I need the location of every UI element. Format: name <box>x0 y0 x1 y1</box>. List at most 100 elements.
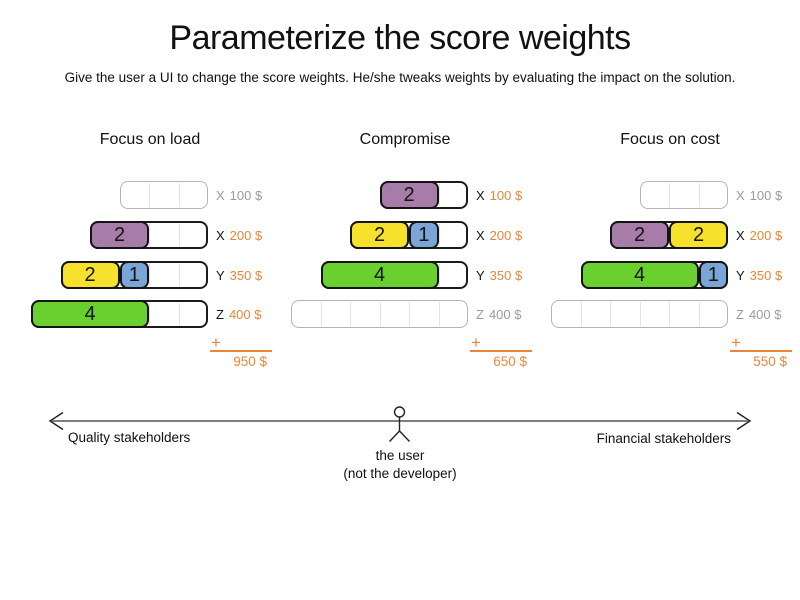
weight-row-box: 4 <box>31 300 208 328</box>
weight-row-box: 4 <box>320 261 468 289</box>
weight-row-box <box>639 181 728 209</box>
weight-block-green: 4 <box>580 261 699 289</box>
axis-label-financial: Financial stakeholders <box>596 431 731 446</box>
row-label-amount: 400 $ <box>228 306 262 322</box>
weight-block-purple: 2 <box>90 221 149 249</box>
row-label-amount: 100 $ <box>489 187 523 203</box>
column-title: Focus on cost <box>620 131 720 148</box>
row-label-amount: 200 $ <box>749 227 783 243</box>
sum-plus-icon: + <box>211 333 221 352</box>
sum-plus-icon: + <box>471 333 481 352</box>
row-label-letter: Z <box>216 306 224 322</box>
row-label-amount: 350 $ <box>749 267 783 283</box>
row-label-letter: X <box>736 187 745 203</box>
unit-separator <box>178 303 180 325</box>
user-caption-line1: the user <box>375 448 425 463</box>
sum-line <box>210 350 272 352</box>
page-title: Parameterize the score weights <box>169 19 631 57</box>
unit-separator <box>149 183 150 207</box>
row-label-amount: 350 $ <box>489 267 523 283</box>
row-label-letter: X <box>736 227 745 243</box>
unit-separator <box>379 302 381 326</box>
page-subtitle: Give the user a UI to change the score w… <box>64 70 736 85</box>
unit-separator <box>320 302 322 326</box>
right-arrowhead-icon <box>736 411 752 431</box>
weight-row-box: 2 <box>90 221 208 249</box>
unit-separator <box>438 302 440 326</box>
user-caption-line2: (not the developer) <box>343 466 457 481</box>
weight-row-box <box>551 300 728 328</box>
axis-label-quality: Quality stakeholders <box>68 430 191 445</box>
left-arrowhead-icon <box>48 411 64 431</box>
unit-separator <box>669 183 670 207</box>
row-label-letter: Z <box>736 306 744 322</box>
sum-total: 650 $ <box>493 354 527 369</box>
weight-block-blue: 1 <box>119 261 149 289</box>
unit-separator <box>639 302 641 326</box>
unit-separator <box>610 302 611 326</box>
weight-row-box: 2 <box>379 181 468 209</box>
row-label-amount: 200 $ <box>229 227 263 243</box>
weight-row-box <box>119 181 208 209</box>
row-label-amount: 350 $ <box>229 267 263 283</box>
unit-separator <box>438 264 440 286</box>
row-label-amount: 100 $ <box>749 187 783 203</box>
row-label-amount: 100 $ <box>229 187 263 203</box>
row-label-letter: Y <box>216 267 225 283</box>
weight-block-purple: 2 <box>379 181 439 209</box>
weight-block-purple: 2 <box>610 221 669 249</box>
unit-separator <box>149 264 150 286</box>
weight-block-green: 4 <box>320 261 439 289</box>
stick-figure-icon <box>388 406 411 442</box>
unit-separator <box>178 183 180 207</box>
row-label-letter: X <box>216 227 225 243</box>
row-label-letter: X <box>476 187 485 203</box>
sum-line <box>470 350 532 352</box>
unit-separator <box>149 224 150 246</box>
row-label-letter: Y <box>476 267 485 283</box>
row-label-amount: 400 $ <box>748 306 782 322</box>
unit-separator <box>178 224 180 246</box>
unit-separator <box>149 303 150 325</box>
row-label-letter: X <box>476 227 485 243</box>
column-title: Focus on load <box>99 131 201 148</box>
unit-separator <box>669 302 670 326</box>
row-label-letter: Z <box>476 306 484 322</box>
weight-row-box <box>291 300 468 328</box>
sum-total: 550 $ <box>753 354 787 369</box>
weight-block-yellow: 2 <box>669 221 728 249</box>
sum-plus-icon: + <box>731 333 741 352</box>
unit-separator <box>438 184 440 206</box>
row-label-letter: X <box>216 187 225 203</box>
weight-block-yellow: 2 <box>350 221 409 249</box>
row-label-amount: 200 $ <box>489 227 523 243</box>
unit-separator <box>178 264 180 286</box>
weight-block-green: 4 <box>31 300 149 328</box>
unit-separator <box>698 302 700 326</box>
weight-block-blue: 1 <box>409 221 439 249</box>
row-label-letter: Y <box>736 267 745 283</box>
unit-separator <box>580 302 582 326</box>
column-title: Compromise <box>359 131 451 148</box>
row-label-amount: 400 $ <box>488 306 522 322</box>
unit-separator <box>438 224 440 246</box>
unit-separator <box>350 302 351 326</box>
sum-total: 950 $ <box>233 354 267 369</box>
weight-block-blue: 1 <box>698 261 728 289</box>
